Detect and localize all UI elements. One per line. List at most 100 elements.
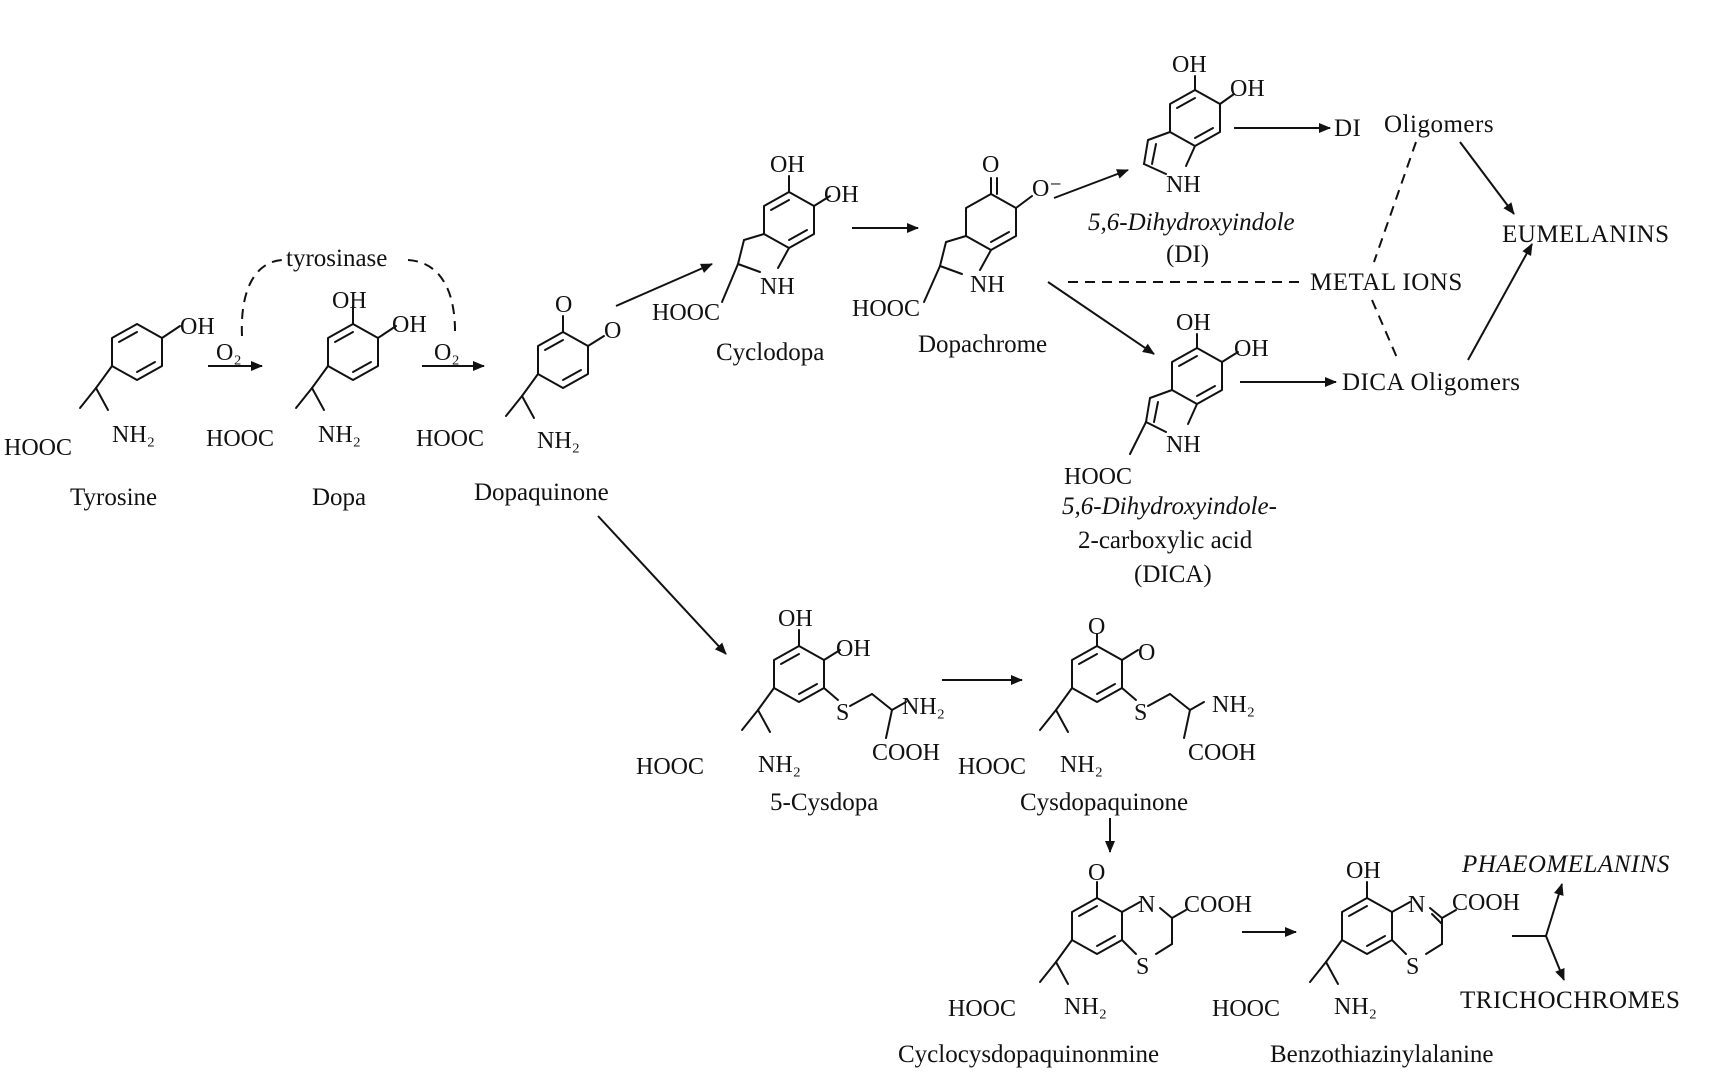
dica-structure: OH OH NH HOOC [1064,310,1269,490]
dash-metal-ions-to-dica-oligomers [1371,299,1399,361]
cyclodopa-structure: OH OH NH HOOC [652,152,859,326]
cyclodopa-nh: NH [760,274,795,300]
tyrosine-structure: OH NH₂ HOOC [4,314,215,461]
cyclocys-structure: O N COOH S NH₂ HOOC [948,860,1252,1022]
dopachrome-o-top: O [982,152,999,178]
cysdopaquinone-s: S [1134,700,1147,726]
cyclocys-nh2: NH₂ [1064,994,1107,1020]
cysdopaquinone-o-top: O [1088,614,1105,640]
cyclodopa-label: Cyclodopa [716,339,824,366]
cysdopa-nh2: NH₂ [758,752,801,778]
benzothiazinyl-structure: OH N COOH S NH₂ HOOC [1212,858,1520,1022]
tyrosine-label: Tyrosine [70,484,157,511]
tyrosinase-label: tyrosinase [286,245,387,272]
cyclocys-cooh: COOH [1184,892,1252,918]
arrow-dopachrome-to-di [1053,169,1129,199]
cysdopaquinone-label: Cysdopaquinone [1020,789,1188,816]
dica-name-line2: 2-carboxylic acid [1078,527,1253,554]
di-oh-right: OH [1230,76,1265,102]
phaeomelanins-label: PHAEOMELANINS [1461,851,1670,878]
benzothiazinyl-nh2: NH₂ [1334,994,1377,1020]
arrow-dopachrome-to-dica [1047,281,1155,355]
dopachrome-nh: NH [970,272,1005,298]
dopachrome-label: Dopachrome [918,331,1047,358]
cysdopaquinone-nh2-side: NH₂ [1212,692,1255,718]
metal-ions-label: METAL IONS [1310,269,1463,296]
benzothiazinyl-cooh: COOH [1452,890,1520,916]
dopaquinone-o-right: O [604,318,621,344]
cyclocys-label: Cyclocysdopaquinonmine [898,1041,1159,1068]
dopa-label: Dopa [312,484,366,511]
benzothiazinyl-s: S [1406,954,1419,980]
dopachrome-hooc: HOOC [852,296,920,322]
cysdopa-s: S [836,700,849,726]
arrow-dica-oligomers-to-eumelanins [1467,243,1533,361]
arrow-dopaquinone-to-cyclodopa [615,263,713,307]
dica-oligomers-label: DICA Oligomers [1342,369,1521,396]
cyclodopa-oh-top: OH [770,152,805,178]
cyclocys-n: N [1138,892,1155,918]
dopa-hooc: HOOC [206,426,274,452]
tyrosine-nh2: NH₂ [112,422,155,448]
dopa-structure: OH OH NH₂ HOOC [206,288,427,452]
cyclocys-s: S [1136,954,1149,980]
eumelanins-label: EUMELANINS [1502,221,1670,248]
dopa-oh-top: OH [332,288,367,314]
arrow-di-oligomers-to-eumelanins [1459,141,1515,215]
arrow-dopaquinone-to-cysdopa [597,515,727,655]
dica-hooc: HOOC [1064,464,1132,490]
o2-label-1: O₂ [216,340,242,366]
cysdopa-cooh: COOH [872,740,940,766]
dopachrome-structure: O O⁻ NH HOOC [852,152,1062,322]
dica-oh-top: OH [1176,310,1211,336]
benzothiazinyl-oh-top: OH [1346,858,1381,884]
dopachrome-o-minus: O⁻ [1032,176,1062,202]
dopa-nh2: NH₂ [318,422,361,448]
cysdopaquinone-cooh: COOH [1188,740,1256,766]
cysdopa-label: 5-Cysdopa [770,789,878,816]
dica-oh-right: OH [1234,336,1269,362]
cysdopa-oh-right: OH [836,636,871,662]
cysdopa-hooc: HOOC [636,754,704,780]
cysdopaquinone-nh2: NH₂ [1060,752,1103,778]
di-oh-top: OH [1172,52,1207,78]
di-abbr-label: (DI) [1166,241,1209,268]
cysdopaquinone-structure: O O S NH₂ COOH NH₂ HOOC [958,614,1256,780]
dopaquinone-nh2: NH₂ [537,428,580,454]
di-nh: NH [1166,172,1201,198]
dica-nh: NH [1166,432,1201,458]
cyclodopa-hooc: HOOC [652,300,720,326]
cysdopa-structure: OH OH S NH₂ COOH NH₂ HOOC [636,606,945,780]
di-oligomers-prefix: DI [1334,115,1361,142]
dica-abbr-label: (DICA) [1134,561,1212,588]
dopaquinone-label: Dopaquinone [474,479,609,506]
tyrosinase-arc-right [407,259,457,337]
cyclocys-o-top: O [1088,860,1105,886]
di-name-label: 5,6-Dihydroxyindole [1088,209,1295,236]
benzothiazinyl-n: N [1408,892,1425,918]
cysdopaquinone-hooc: HOOC [958,754,1026,780]
trichochromes-label: TRICHOCHROMES [1460,987,1680,1014]
cysdopa-oh-top: OH [778,606,813,632]
benzothiazinyl-hooc: HOOC [1212,996,1280,1022]
tyrosine-oh: OH [180,314,215,340]
di-oligomers-label: Oligomers [1384,111,1494,138]
dopaquinone-hooc: HOOC [416,426,484,452]
di-structure: OH OH NH [1143,52,1265,198]
benzothiazinyl-label: Benzothiazinylalanine [1270,1041,1494,1068]
cysdopa-nh2-side: NH₂ [902,694,945,720]
dopa-oh-right: OH [392,312,427,338]
arrow-to-trichochromes [1545,935,1565,981]
tyrosinase-arc-left [240,259,283,337]
o2-label-2: O₂ [434,340,460,366]
tyrosine-hooc: HOOC [4,435,72,461]
dopaquinone-o-top: O [555,292,572,318]
cysdopaquinone-o-right: O [1138,640,1155,666]
dopaquinone-structure: O O NH₂ HOOC [416,292,621,454]
dica-name-line1: 5,6-Dihydroxyindole- [1062,493,1277,520]
dash-di-oligomers-to-metal-ions [1373,141,1417,263]
cyclocys-hooc: HOOC [948,996,1016,1022]
cyclodopa-oh-right: OH [824,182,859,208]
